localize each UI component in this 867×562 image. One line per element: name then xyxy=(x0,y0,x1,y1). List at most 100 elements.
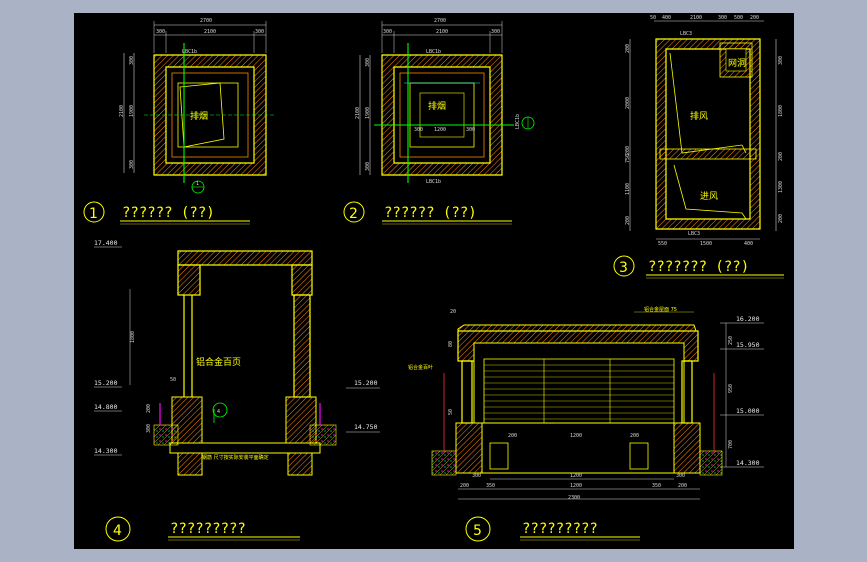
detail-2-top-dims: 2700 300 2100 300 xyxy=(381,18,503,53)
detail-2-number: 2 xyxy=(349,206,358,222)
detail-5-outer-dim-a: 200 xyxy=(460,483,469,489)
detail-2-side-seg-c: 300 xyxy=(365,162,371,171)
detail-2-caption: ?????? (??) xyxy=(384,205,477,221)
detail-3-top-seg-a: 50 xyxy=(650,15,656,21)
detail-1-lbl-tag: LBC1b xyxy=(182,49,197,55)
detail-4-section: 17.400 15.200 14.800 14.300 1800 15.200 … xyxy=(94,239,380,542)
detail-5-inner-dim-b: 1200 xyxy=(570,433,582,439)
detail-2-inner-dim-b: 300 xyxy=(414,127,423,133)
detail-4-vertical-dim: 1800 xyxy=(130,331,136,343)
detail-5-mid-dim-c: 300 xyxy=(676,473,685,479)
detail-2-side-total: 2100 xyxy=(355,107,361,119)
detail-4-right-ground xyxy=(309,424,337,446)
detail-3-top-seg-e: 500 xyxy=(734,15,743,21)
detail-1-top-seg-a: 300 xyxy=(156,29,165,35)
detail-2-left-dims: 2100 300 1900 300 xyxy=(355,55,371,175)
detail-5-level-c: 15.000 xyxy=(736,407,760,415)
detail-3-bottom-seg-a: 550 xyxy=(658,241,667,247)
drawing-canvas[interactable]: 2700 300 2100 300 2100 300 1900 300 LBC1… xyxy=(74,13,794,549)
detail-4-levels-left: 17.400 15.200 14.800 14.300 1800 xyxy=(94,239,136,456)
detail-3-right-seg-e: 200 xyxy=(778,214,784,223)
detail-1-plan: 2700 300 2100 300 2100 300 1900 300 LBC1… xyxy=(83,18,274,225)
detail-5-bottom-dims: 200 1200 200 300 1200 300 200 350 1200 3… xyxy=(458,433,700,501)
detail-1-top-dims: 2700 300 2100 300 xyxy=(153,18,267,53)
detail-4-number: 4 xyxy=(113,523,122,539)
detail-3-left-seg-d: 750 xyxy=(625,154,631,163)
detail-2-side-seg-b: 1900 xyxy=(365,107,371,119)
detail-4-number-circle xyxy=(105,516,131,542)
detail-5-right-dim-a: 250 xyxy=(728,336,734,345)
detail-5-level-a: 16.200 xyxy=(736,315,760,323)
detail-1-side-seg-b: 1900 xyxy=(129,105,135,117)
detail-1-top-total: 2700 xyxy=(200,18,212,24)
detail-5-outer-dim-d: 350 xyxy=(652,483,661,489)
detail-4-small-dim-c: 300 xyxy=(146,424,152,433)
detail-3-top-dims: 50 400 2100 300 500 200 xyxy=(650,15,764,22)
detail-4-right-level-a: 15.200 xyxy=(354,379,378,387)
detail-3-right-seg-b: 1800 xyxy=(778,105,784,117)
detail-4-small-dim-a: 50 xyxy=(170,377,176,383)
detail-1-side-seg-a: 300 xyxy=(129,56,135,65)
detail-5-outer-dim-b: 350 xyxy=(486,483,495,489)
detail-3-lbl-bottom: LBC3 xyxy=(688,231,700,237)
detail-5-louver[interactable] xyxy=(483,358,675,424)
detail-5-outer-dim-c: 1200 xyxy=(570,483,582,489)
detail-2-lbl-top: LBC1b xyxy=(426,49,441,55)
detail-3-partition[interactable] xyxy=(659,148,757,160)
detail-4-note: 钢筋 尺寸按实际安装平面确定 xyxy=(202,454,269,461)
detail-2-top-seg-b: 2100 xyxy=(436,29,448,35)
detail-4-level-b: 15.200 xyxy=(94,379,118,387)
detail-1-wall[interactable] xyxy=(153,54,267,176)
detail-3-number: 3 xyxy=(619,260,628,276)
detail-5-caption: ????????? xyxy=(522,521,598,537)
detail-3-bottom-seg-b: 1500 xyxy=(700,241,712,247)
detail-3-plan: 50 400 2100 300 500 200 200 2000 200 750… xyxy=(613,15,784,279)
detail-3-top-seg-b: 400 xyxy=(662,15,671,21)
detail-5-total-dim: 2300 xyxy=(568,495,580,501)
detail-5-section: 铝合金屋面 75 铝合金百叶 铝合金窗 20 80 xyxy=(408,306,764,542)
detail-5-small-dim-a: 20 xyxy=(450,309,456,315)
detail-5-outer-dim-e: 200 xyxy=(678,483,687,489)
detail-2-inner-dim-c: 300 xyxy=(466,127,475,133)
detail-5-right-ground xyxy=(699,450,723,476)
detail-5-top-note: 铝合金屋面 75 xyxy=(644,306,677,313)
detail-1-side-total: 2100 xyxy=(119,105,125,117)
detail-5-right-dim-c: 700 xyxy=(728,440,734,449)
detail-4-level-a: 17.400 xyxy=(94,239,118,247)
detail-3-left-seg-f: 200 xyxy=(625,216,631,225)
detail-3-room-bottom: 进风 xyxy=(700,191,718,202)
detail-2-top-total: 2700 xyxy=(434,18,446,24)
detail-4-levels-right: 15.200 14.750 xyxy=(346,379,380,433)
detail-4-level-d: 14.300 xyxy=(94,447,118,455)
detail-5-level-d: 14.300 xyxy=(736,459,760,467)
detail-3-left-seg-a: 200 xyxy=(625,44,631,53)
detail-5-inner-dim-a: 200 xyxy=(508,433,517,439)
detail-2-top-seg-a: 300 xyxy=(383,29,392,35)
detail-3-left-dims: 200 2000 200 750 1100 200 xyxy=(625,39,631,231)
detail-4-section-bubble[interactable] xyxy=(212,402,228,418)
detail-3-bottom-seg-c: 400 xyxy=(744,241,753,247)
detail-1-caption: ?????? (??) xyxy=(122,205,215,221)
detail-5-levels: 16.200 15.950 15.000 14.300 250 950 700 xyxy=(720,315,764,468)
detail-4-room-label: 铝合金百页 xyxy=(196,356,241,368)
detail-3-number-circle xyxy=(613,255,635,277)
detail-4-right-level-b: 14.750 xyxy=(354,423,378,431)
detail-3-right-seg-d: 1300 xyxy=(778,181,784,193)
detail-5-small-dim-c: 50 xyxy=(448,409,454,415)
detail-5-inner-dim-c: 200 xyxy=(630,433,639,439)
detail-2-side-seg-a: 300 xyxy=(365,58,371,67)
detail-3-top-seg-c: 2100 xyxy=(690,15,702,21)
detail-3-right-seg-c: 200 xyxy=(778,152,784,161)
detail-3-left-seg-c: 200 xyxy=(625,146,631,155)
detail-2-lbl-bottom: LBC1b xyxy=(426,179,441,185)
detail-5-right-dim-b: 950 xyxy=(728,384,734,393)
detail-5-small-dim-b: 80 xyxy=(448,341,454,347)
detail-2-wall[interactable] xyxy=(381,54,503,176)
detail-4-roof-slab[interactable] xyxy=(177,250,313,266)
detail-4-right-wall[interactable] xyxy=(293,294,311,398)
detail-5-left-ground xyxy=(431,450,457,476)
detail-3-right-seg-a: 300 xyxy=(778,56,784,65)
detail-2-top-seg-c: 300 xyxy=(491,29,500,35)
detail-1-side-seg-c: 300 xyxy=(129,160,135,169)
detail-4-left-ground xyxy=(153,424,179,446)
